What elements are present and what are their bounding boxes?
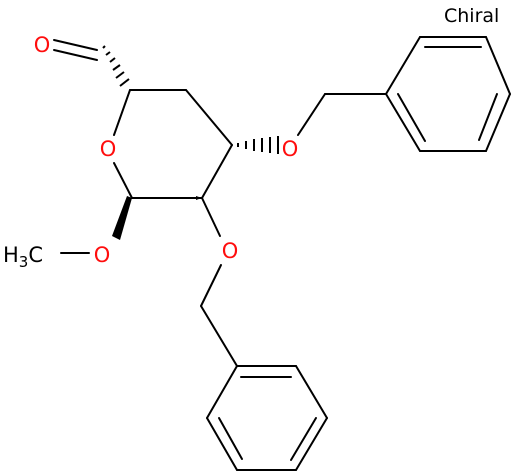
bond-ringO-c5 xyxy=(113,89,131,136)
chirality-label: Chiral xyxy=(444,5,499,27)
bond-O-ch2-upper xyxy=(297,93,326,136)
bond-c3-c2 xyxy=(201,144,233,199)
atom-methoxy-oxygen: O xyxy=(94,243,111,267)
solid-wedges xyxy=(112,196,202,240)
bond-ph2-f xyxy=(206,365,238,419)
bond-ph2-inner-2 xyxy=(290,417,317,461)
bond-ph1-d xyxy=(485,93,511,152)
wedge-c1-methoxyO xyxy=(112,196,132,240)
bond-c4-c3 xyxy=(185,89,233,146)
methyl-group-label: H3C xyxy=(3,243,43,271)
bond-aldehyde-double-2 xyxy=(53,49,98,61)
wedge-c2 xyxy=(196,196,202,200)
atom-benzyloxy-oxygen-lower: O xyxy=(222,239,239,263)
atom-ring-oxygen: O xyxy=(100,137,117,161)
methyl-h: H xyxy=(3,243,19,267)
bond-c1-ringO xyxy=(113,162,133,199)
atom-aldehyde-oxygen: O xyxy=(34,33,51,57)
bond-ph1-inner-3 xyxy=(397,93,426,142)
bond-ch2-phenyl-lower xyxy=(200,305,238,367)
bond-ph1-a xyxy=(385,36,421,95)
methyl-c: C xyxy=(28,243,43,267)
stereo-bonds xyxy=(102,45,279,154)
atom-benzyloxy-oxygen-upper: O xyxy=(282,137,299,161)
bond-ph1-f xyxy=(385,93,421,152)
bond-ph2-b xyxy=(295,365,328,419)
bond-ph2-e xyxy=(206,417,238,471)
bond-ph2-c xyxy=(295,417,328,471)
bond-ph2-inner-3 xyxy=(218,417,243,460)
bond-O-ch2-lower xyxy=(200,264,222,307)
bond-aldehyde-double-1 xyxy=(53,39,98,51)
hashed-wedge-c5-cho xyxy=(102,45,130,87)
bonds xyxy=(53,36,511,471)
bond-ph1-inner-2 xyxy=(478,93,498,141)
methyl-subscript: 3 xyxy=(19,253,29,271)
bond-ph1-c xyxy=(485,36,511,95)
hashed-wedge-c4-O xyxy=(237,136,279,154)
bond-c2-O-lower xyxy=(201,197,221,237)
